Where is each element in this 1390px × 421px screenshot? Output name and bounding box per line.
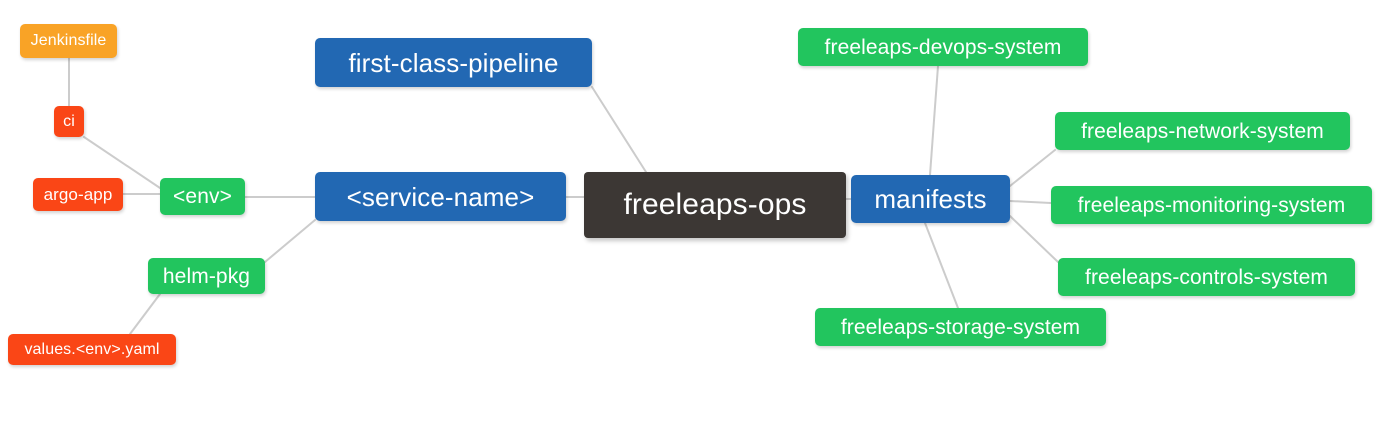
node-freeleaps-devops-system[interactable]: freeleaps-devops-system [798, 28, 1088, 66]
node-env[interactable]: <env> [160, 178, 245, 215]
node-freeleaps-monitoring-system[interactable]: freeleaps-monitoring-system [1051, 186, 1372, 224]
node-argo-app[interactable]: argo-app [33, 178, 123, 211]
node-values-yaml[interactable]: values.<env>.yaml [8, 334, 176, 365]
edge-manifests-to-freeleaps-network-system [1009, 149, 1056, 187]
edge-manifests-to-freeleaps-controls-system [1009, 215, 1059, 263]
node-freeleaps-controls-system[interactable]: freeleaps-controls-system [1058, 258, 1355, 296]
node-freeleaps-network-system[interactable]: freeleaps-network-system [1055, 112, 1350, 150]
edge-manifests-to-freeleaps-monitoring-system [1009, 200, 1052, 204]
node-first-class-pipeline[interactable]: first-class-pipeline [315, 38, 592, 87]
node-service-name[interactable]: <service-name> [315, 172, 566, 221]
edge-manifests-to-freeleaps-storage-system [924, 222, 959, 309]
node-freeleaps-ops[interactable]: freeleaps-ops [584, 172, 846, 238]
edge-service-name-to-helm-pkg [264, 219, 316, 263]
node-helm-pkg[interactable]: helm-pkg [148, 258, 265, 294]
node-jenkinsfile[interactable]: Jenkinsfile [20, 24, 117, 58]
edge-manifests-to-freeleaps-devops-system [929, 65, 939, 176]
node-freeleaps-storage-system[interactable]: freeleaps-storage-system [815, 308, 1106, 346]
edge-first-class-pipeline-to-freeleaps-ops [591, 86, 647, 173]
node-manifests[interactable]: manifests [851, 175, 1010, 223]
node-ci[interactable]: ci [54, 106, 84, 137]
edge-helm-pkg-to-values-yaml [129, 293, 161, 335]
